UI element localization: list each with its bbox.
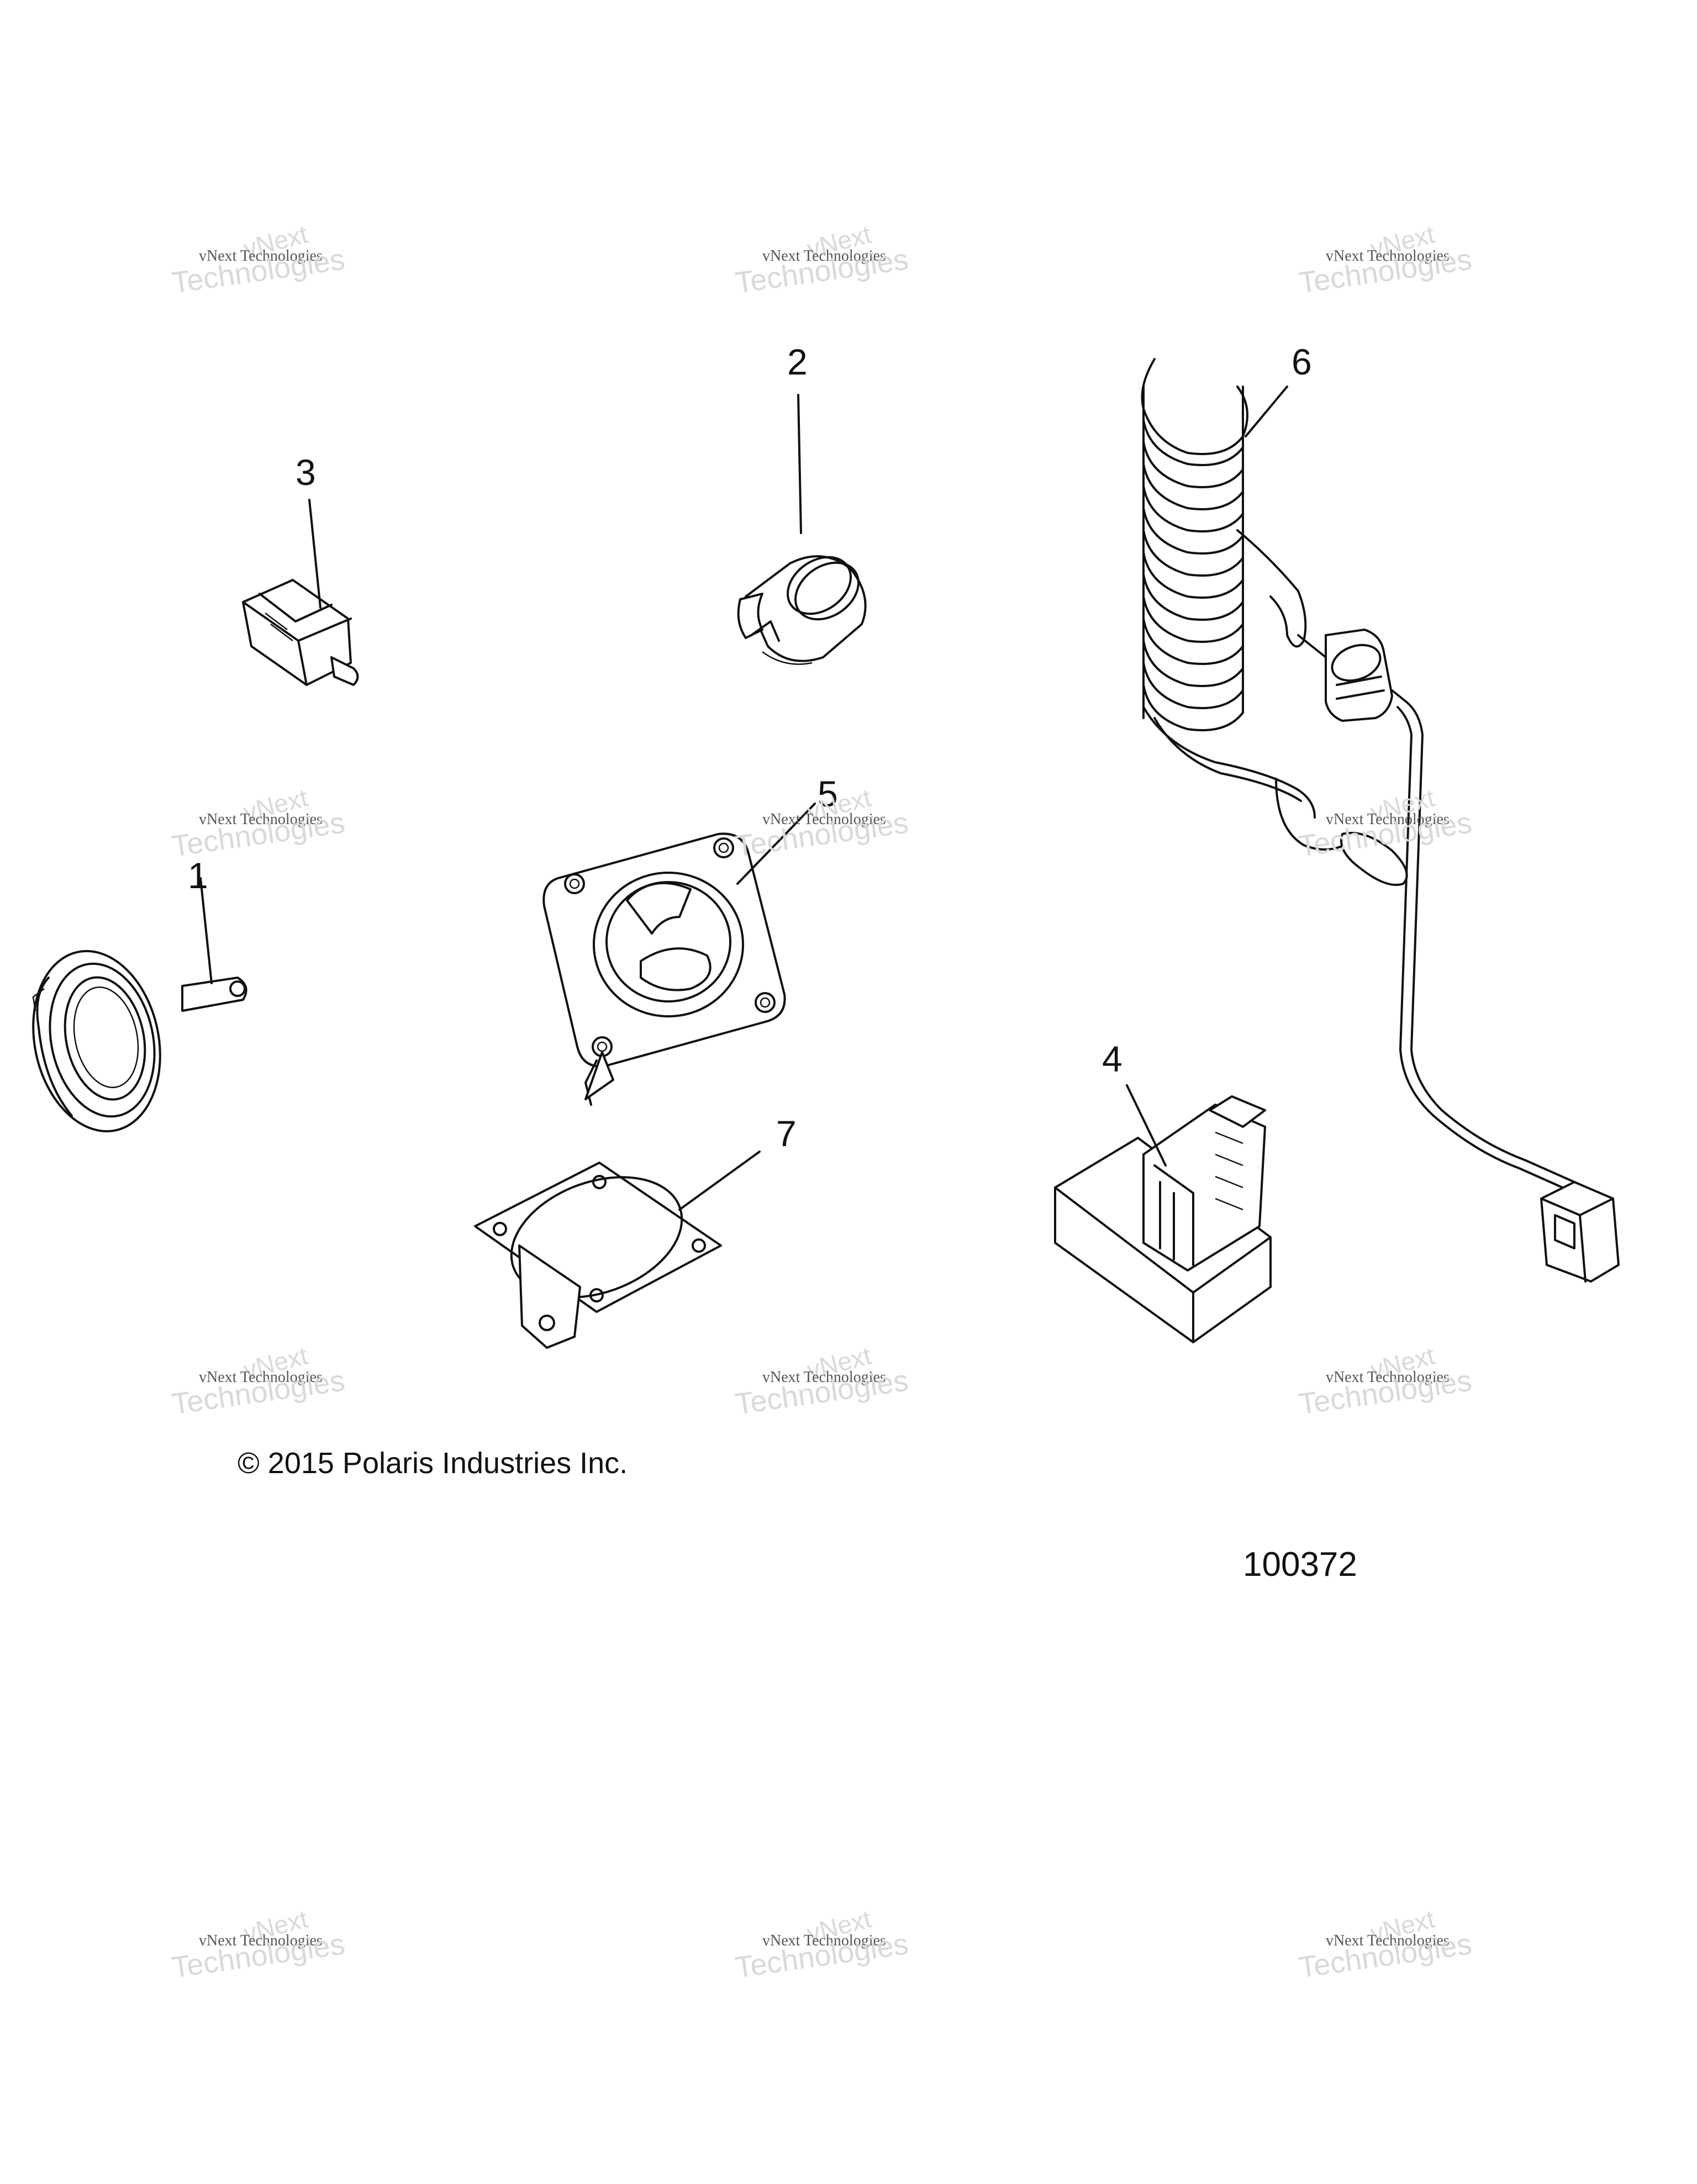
callout-6: 6 bbox=[1292, 341, 1312, 382]
part-5-disconnect-switch bbox=[542, 832, 786, 1106]
copyright-notice: © 2015 Polaris Industries Inc. bbox=[238, 1447, 628, 1480]
callout-2: 2 bbox=[787, 341, 808, 382]
leader-line-4 bbox=[1126, 1084, 1167, 1167]
callout-4: 4 bbox=[1102, 1038, 1122, 1079]
leader-line-1 bbox=[199, 877, 213, 984]
diagram-id: 100372 bbox=[1243, 1545, 1357, 1584]
part-2-bushing bbox=[737, 555, 867, 665]
part-4-relay bbox=[1054, 1095, 1272, 1343]
part-6-temp-sensor bbox=[1141, 358, 1620, 1283]
leader-line-5 bbox=[736, 803, 816, 885]
callout-3: 3 bbox=[296, 452, 316, 493]
callout-5: 5 bbox=[818, 773, 838, 814]
leader-line-2 bbox=[797, 394, 802, 534]
leader-line-7 bbox=[678, 1151, 761, 1211]
callout-7: 7 bbox=[776, 1113, 797, 1154]
leader-line-6 bbox=[1245, 386, 1288, 437]
callout-1: 1 bbox=[188, 855, 208, 896]
part-1-horn bbox=[32, 949, 247, 1133]
leader-line-3 bbox=[308, 499, 322, 609]
part-3-rocker-switch bbox=[242, 579, 359, 686]
part-7-gasket bbox=[474, 1162, 722, 1349]
